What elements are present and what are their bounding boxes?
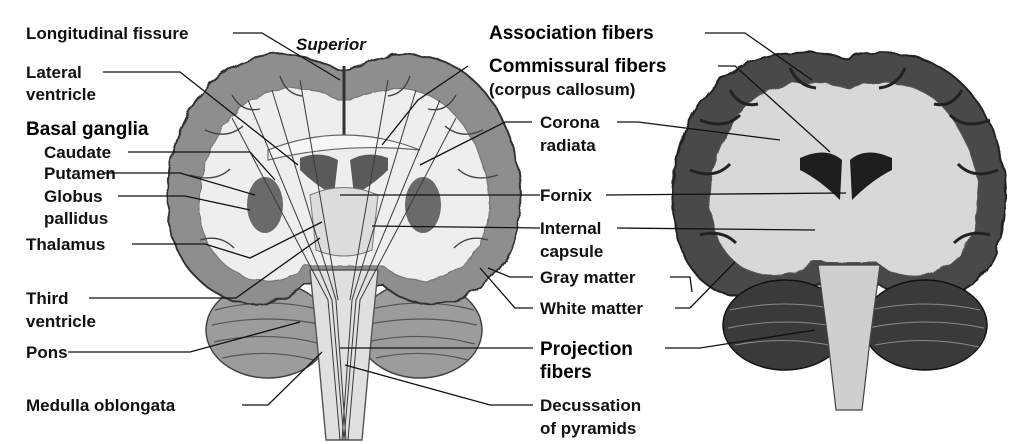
- label-globus-2: pallidus: [44, 209, 108, 228]
- label-projection-1: Projection: [540, 339, 633, 360]
- illustrated-brain-section: [168, 55, 521, 440]
- label-pons: Pons: [26, 343, 68, 362]
- label-projection-2: fibers: [540, 362, 592, 383]
- photo-white-matter: [710, 82, 978, 276]
- label-white-matter: White matter: [540, 299, 643, 318]
- label-corpus-callosum: (corpus callosum): [489, 80, 635, 99]
- label-internal-2: capsule: [540, 242, 603, 261]
- label-internal-1: Internal: [540, 219, 601, 238]
- label-globus-1: Globus: [44, 187, 103, 206]
- label-decussation-2: of pyramids: [540, 419, 636, 438]
- label-third-ventricle-1: Third: [26, 289, 69, 308]
- label-superior: Superior: [296, 35, 367, 54]
- label-medulla-oblongata: Medulla oblongata: [26, 396, 176, 415]
- label-lateral-ventricle-2: ventricle: [26, 85, 96, 104]
- photo-brainstem: [818, 265, 880, 410]
- label-commissural-fibers: Commissural fibers: [489, 56, 666, 77]
- label-gray-matter: Gray matter: [540, 268, 636, 287]
- label-corona-2: radiata: [540, 136, 596, 155]
- label-third-ventricle-2: ventricle: [26, 312, 96, 331]
- label-fornix: Fornix: [540, 186, 592, 205]
- label-basal-ganglia: Basal ganglia: [26, 119, 149, 140]
- label-putamen: Putamen: [44, 164, 116, 183]
- label-decussation-1: Decussation: [540, 396, 641, 415]
- label-caudate: Caudate: [44, 143, 111, 162]
- photo-brain-section: [673, 53, 1005, 410]
- label-association-fibers: Association fibers: [489, 23, 654, 44]
- label-lateral-ventricle-1: Lateral: [26, 63, 82, 82]
- label-thalamus: Thalamus: [26, 235, 105, 254]
- label-corona-1: Corona: [540, 113, 600, 132]
- label-longitudinal-fissure: Longitudinal fissure: [26, 24, 188, 43]
